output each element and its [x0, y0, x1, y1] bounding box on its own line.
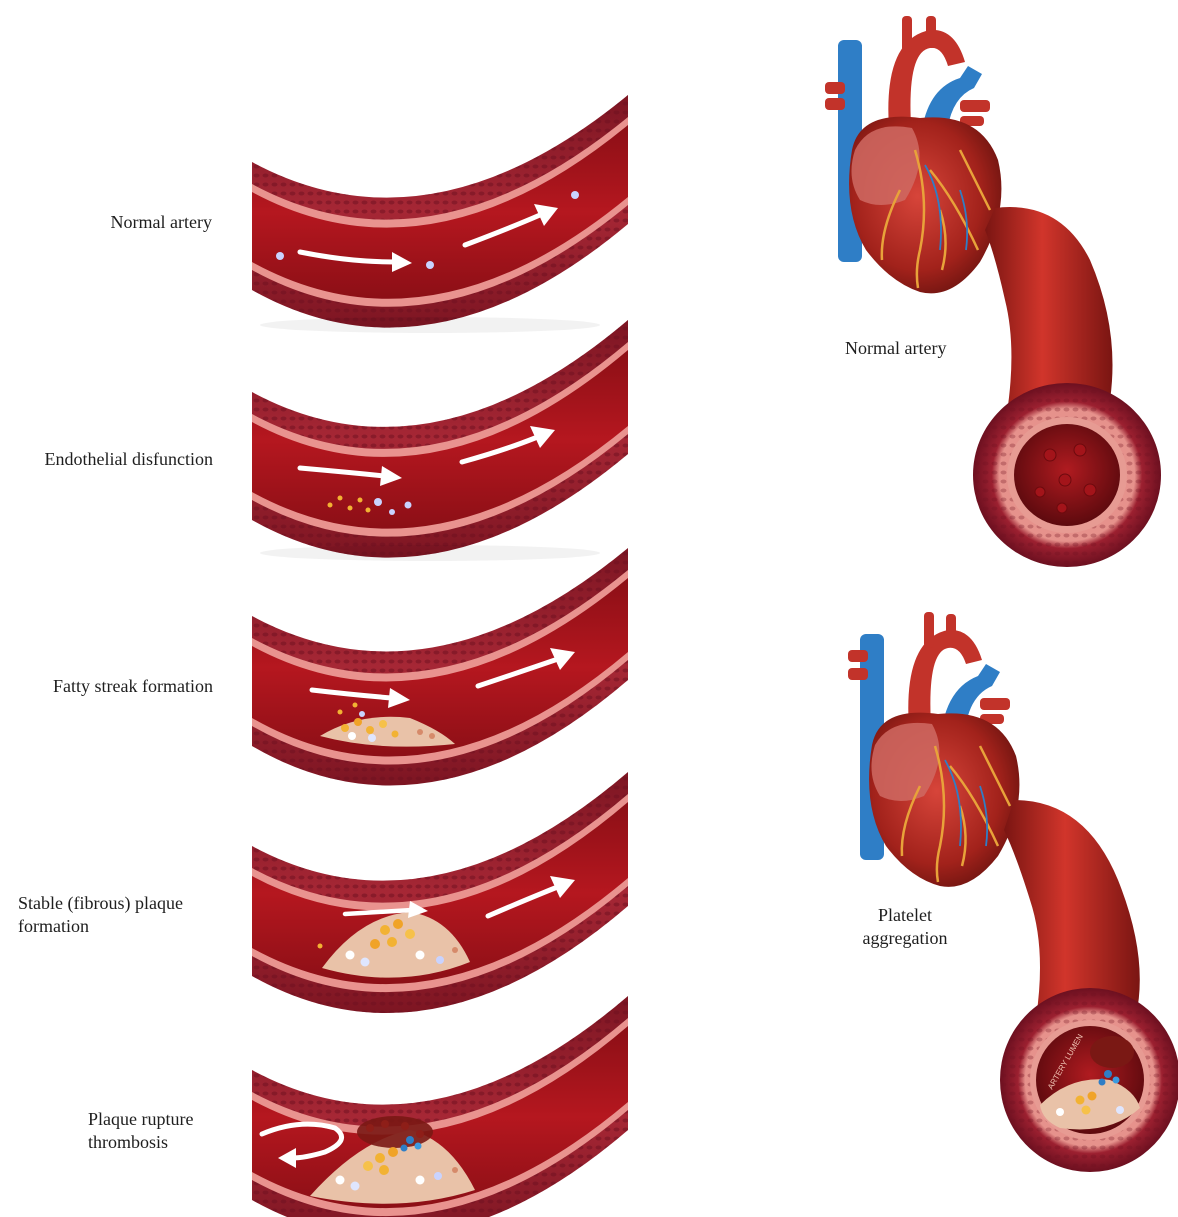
blood-cell [276, 252, 284, 260]
artery-cross-section-normal [973, 383, 1161, 567]
vessel-fatty-streak [252, 548, 628, 785]
vessel-stable-plaque [252, 772, 628, 1013]
vessel-endothelial-disfunction [252, 320, 628, 561]
blood-cell [571, 191, 579, 199]
vessel-plaque-rupture [252, 996, 628, 1217]
heart-normal [825, 16, 1161, 567]
artery-cross-section-plaque: ARTERY LUMEN [1000, 988, 1178, 1172]
heart-platelet-aggregation: ARTERY LUMEN [848, 612, 1178, 1172]
blood-cell [426, 261, 434, 269]
vessel-normal-artery [252, 95, 628, 333]
